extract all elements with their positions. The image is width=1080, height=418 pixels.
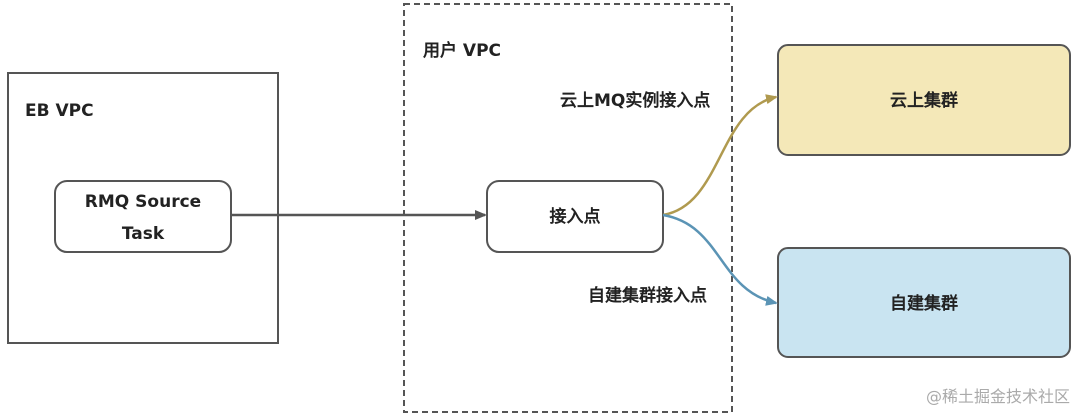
user-vpc-label: 用户 VPC	[423, 40, 501, 61]
eb-vpc-container	[7, 72, 279, 344]
watermark-text: @稀土掘金技术社区	[926, 387, 1070, 406]
edge-label-cloud-access: 云上MQ实例接入点	[560, 90, 710, 111]
edge-label-self-built-access: 自建集群接入点	[588, 285, 707, 306]
cloud-cluster-node	[777, 44, 1071, 156]
self-built-cluster-node	[777, 247, 1071, 358]
cloud-cluster-label: 云上集群	[890, 90, 958, 111]
edge-access-point-to-self-built-cluster	[662, 213, 778, 306]
rmq-source-task-node	[54, 180, 232, 253]
rmq-source-task-label-line1: RMQ Source	[85, 192, 201, 212]
rmq-source-task-label-line2: Task	[122, 224, 165, 244]
edge-access-point-to-cloud-cluster	[662, 94, 778, 217]
self-built-cluster-label: 自建集群	[890, 293, 958, 314]
access-point-label: 接入点	[550, 206, 601, 227]
access-point-node	[486, 180, 664, 253]
user-vpc-container	[403, 3, 733, 413]
eb-vpc-label: EB VPC	[25, 101, 94, 121]
